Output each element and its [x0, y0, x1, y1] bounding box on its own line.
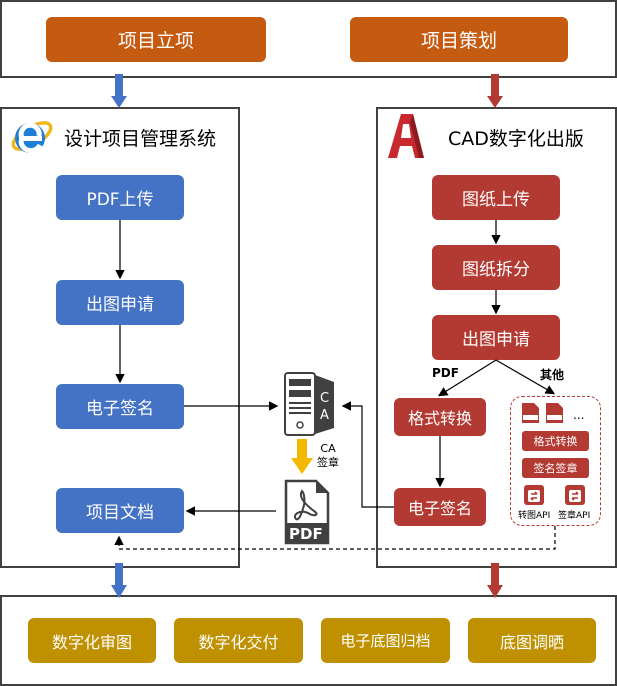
dwf-file-icon	[546, 403, 563, 423]
convert-api-label: 转图API	[518, 511, 551, 521]
svg-text:C: C	[320, 391, 329, 406]
more-formats-ellipsis: ...	[573, 408, 585, 422]
right-panel-title: CAD数字化出版	[448, 128, 584, 150]
autocad-icon	[386, 112, 426, 160]
other-formats-group	[510, 396, 601, 526]
left-e-signature-step[interactable]: 电子签名	[56, 384, 184, 429]
project-initiation-box[interactable]: 项目立项	[46, 17, 266, 62]
left-project-docs-step[interactable]: 项目文档	[56, 488, 184, 533]
other-sign-seal[interactable]: 签名签章	[522, 458, 589, 478]
left-drawing-request-step[interactable]: 出图申请	[56, 280, 184, 325]
stage-arrow-left-bottom	[111, 563, 127, 598]
dwf-file-icon	[522, 403, 539, 423]
left-pdf-upload-step[interactable]: PDF上传	[56, 175, 184, 220]
other-format-convert[interactable]: 格式转换	[522, 431, 589, 451]
ca-seal-label-line2: 签章	[317, 456, 339, 469]
ca-seal-label: CA 签章	[313, 442, 343, 470]
pdf-file-icon: PDF	[284, 479, 330, 545]
seal-api-label: 签章API	[558, 511, 591, 521]
right-drawing-request-step[interactable]: 出图申请	[432, 315, 560, 360]
digital-delivery-box[interactable]: 数字化交付	[174, 618, 303, 663]
electronic-archive-box[interactable]: 电子底图归档	[321, 618, 450, 663]
right-drawing-split-step[interactable]: 图纸拆分	[432, 245, 560, 290]
stage-arrow-right-bottom	[487, 563, 503, 598]
stage-arrow-left-top	[111, 74, 127, 108]
svg-text:A: A	[320, 408, 329, 423]
stage-arrow-right-top	[487, 74, 503, 108]
branch-other-label: 其他	[540, 368, 565, 382]
ca-server-icon: C A	[284, 372, 336, 438]
left-panel-title: 设计项目管理系统	[64, 128, 217, 150]
ie-browser-icon	[8, 114, 54, 160]
right-drawing-upload-step[interactable]: 图纸上传	[432, 175, 560, 220]
right-format-convert-step[interactable]: 格式转换	[394, 398, 486, 436]
seal-api-icon[interactable]	[565, 485, 585, 505]
ca-seal-arrow	[291, 439, 313, 474]
branch-pdf-label: PDF	[432, 366, 459, 380]
ca-seal-label-line1: CA	[320, 442, 336, 455]
digital-review-box[interactable]: 数字化审图	[28, 618, 156, 663]
project-planning-box[interactable]: 项目策划	[350, 17, 568, 62]
convert-api-icon[interactable]	[524, 485, 544, 505]
right-e-signature-step[interactable]: 电子签名	[394, 488, 486, 526]
drawing-print-box[interactable]: 底图调晒	[468, 618, 596, 663]
svg-text:PDF: PDF	[289, 525, 323, 543]
